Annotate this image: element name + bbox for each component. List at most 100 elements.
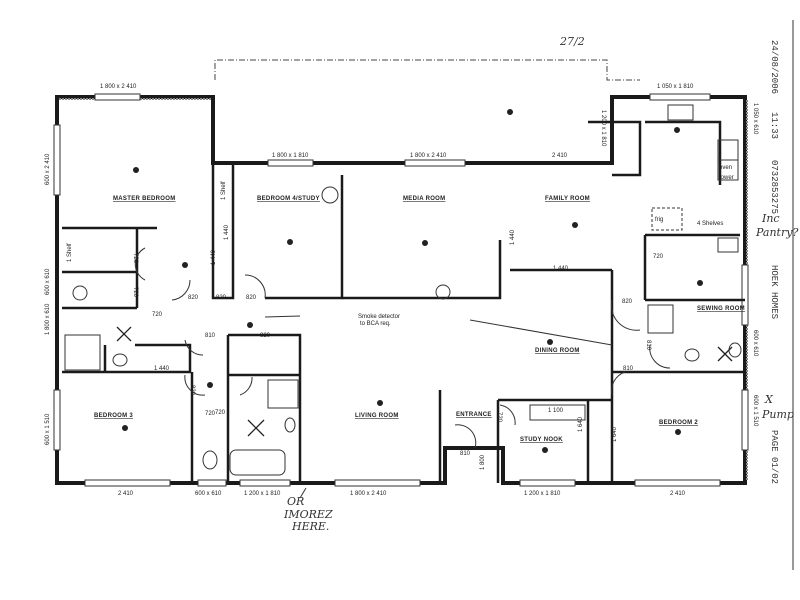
toilet-bed2 — [728, 342, 742, 358]
dim-label: 1 800 x 1 810 — [272, 153, 309, 159]
label-frig: frig — [655, 217, 663, 223]
dim-label: 600 x 1 510 — [45, 413, 51, 445]
handwritten-pantry: Inc — [761, 212, 780, 225]
exhaust-fan-icon — [717, 346, 733, 362]
room-label-media-room: MEDIA ROOM — [403, 196, 445, 202]
room-label-family-room: FAMILY ROOM — [545, 196, 590, 202]
laundry-tub — [717, 237, 739, 253]
shower-bath — [267, 379, 299, 409]
toilet-wc — [202, 450, 218, 470]
internal-walls — [62, 120, 745, 483]
room-labels: MASTER BEDROOM BEDROOM 4/STUDY MEDIA ROO… — [94, 196, 745, 443]
light-point-icon — [422, 240, 428, 246]
note-smoke-detector-2: to BCA req. — [360, 321, 391, 327]
bathtub — [229, 449, 286, 476]
door-label: 820 — [622, 299, 633, 305]
light-point-icon — [122, 425, 128, 431]
window-kitchen-top — [649, 93, 711, 101]
door-label: 810 — [645, 340, 651, 351]
door-label: 810 — [205, 333, 216, 339]
handwritten-pantry-2: Pantry? — [755, 226, 798, 239]
dim-label: 2 410 — [552, 153, 568, 159]
room-label-study-nook: STUDY NOOK — [520, 437, 563, 443]
handwritten-pump: Pump — [761, 408, 794, 421]
light-point-icon — [182, 262, 188, 268]
window-right-bed2 — [741, 389, 749, 451]
room-label-bedroom3: BEDROOM 3 — [94, 413, 133, 419]
study-desk — [529, 404, 586, 421]
dim-label: 1 800 x 610 — [45, 303, 51, 335]
robe-label: 1 440 — [224, 224, 230, 240]
light-point-icon — [247, 322, 253, 328]
room-label-entrance: ENTRANCE — [456, 412, 492, 418]
light-point-icon — [675, 429, 681, 435]
door-label: 810 — [460, 451, 471, 457]
label-oven: oven — [719, 165, 732, 171]
dim-label: 1 800 x 2 410 — [410, 153, 447, 159]
window-left-lower — [53, 389, 61, 451]
door-label: 720 — [152, 312, 163, 318]
kitchen-sink — [667, 104, 694, 121]
exhaust-fan-icon — [116, 326, 132, 342]
light-point-icon — [572, 222, 578, 228]
dim-label: 600 x 2 410 — [45, 153, 51, 185]
room-label-dining-room: DINING ROOM — [535, 348, 580, 354]
light-point-icon — [287, 239, 293, 245]
door-label: 720 — [653, 254, 664, 260]
window-bottom-bed2 — [634, 479, 721, 487]
handwritten-notes: 27/2 Inc Pantry? X Pump OR IMOREZ HERE. — [283, 35, 798, 533]
dim-label: 1 200 x 1 810 — [600, 110, 606, 147]
window-master-top — [94, 93, 141, 101]
door-label: 810 — [623, 366, 634, 372]
door-label: 820 — [216, 295, 227, 301]
note-smoke-detector: Smoke detector — [358, 314, 400, 320]
label-shelf-bed4: 1 Shelf — [221, 181, 227, 200]
window-right-sewing — [741, 264, 749, 326]
linen-cupboard — [647, 304, 674, 334]
windows — [53, 93, 749, 487]
light-point-icon — [507, 109, 513, 115]
dim-label: 600 x 610 — [752, 330, 758, 357]
room-label-bedroom4: BEDROOM 4/STUDY — [257, 196, 320, 202]
window-bottom-living — [334, 479, 421, 487]
door-label: 820 — [188, 295, 199, 301]
window-media-top — [404, 159, 466, 167]
label-shelves: 4 Shelves — [697, 221, 723, 227]
fax-time: 11:33 — [769, 112, 779, 139]
robe-label: 1 440 — [211, 249, 217, 265]
fax-phone: 0732853275 — [769, 160, 779, 214]
light-point-icon — [377, 400, 383, 406]
room-label-living-room: LIVING ROOM — [355, 413, 399, 419]
basin-bed2 — [684, 348, 700, 362]
door-label: 720 — [132, 287, 138, 298]
door-label: 820 — [260, 333, 271, 339]
door-label: 820 — [246, 295, 257, 301]
label-shelf-master: 1 Shelf — [67, 243, 73, 262]
exhaust-fan-icon — [247, 419, 265, 437]
basin-ensuite — [112, 353, 128, 367]
fridge-space — [651, 207, 683, 231]
door-label: 720 — [215, 410, 226, 416]
door-label: 720 — [205, 411, 216, 417]
basin-bath — [284, 417, 296, 433]
light-point-icon — [674, 127, 680, 133]
fax-page: PAGE 01/02 — [769, 430, 779, 484]
door-label: 720 — [496, 412, 502, 423]
shower-ensuite — [64, 334, 101, 371]
door-dimensions: 720 720 820 820 820 810 820 820 720 810 … — [132, 224, 664, 470]
window-bottom-bed3 — [84, 479, 171, 487]
door-swings — [134, 247, 671, 449]
light-point-icon — [207, 382, 213, 388]
fax-sender: HOEK HOMES — [769, 265, 779, 319]
eave-line — [214, 59, 640, 81]
robe-label: 1 640 — [612, 426, 618, 442]
light-point-icon — [133, 167, 139, 173]
dim-label: 1 050 x 610 — [752, 103, 758, 135]
dim-label: 1 200 x 1 810 — [244, 491, 281, 497]
fax-date: 24/08/2006 — [769, 40, 779, 94]
window-dimensions: 1 800 x 2 410 1 800 x 1 810 1 800 x 2 41… — [45, 84, 758, 497]
door-label: 820 — [189, 385, 195, 396]
light-point-icon — [542, 447, 548, 453]
room-label-bedroom2: BEDROOM 2 — [659, 420, 698, 426]
dim-label: 1 800 x 2 410 — [100, 84, 137, 90]
